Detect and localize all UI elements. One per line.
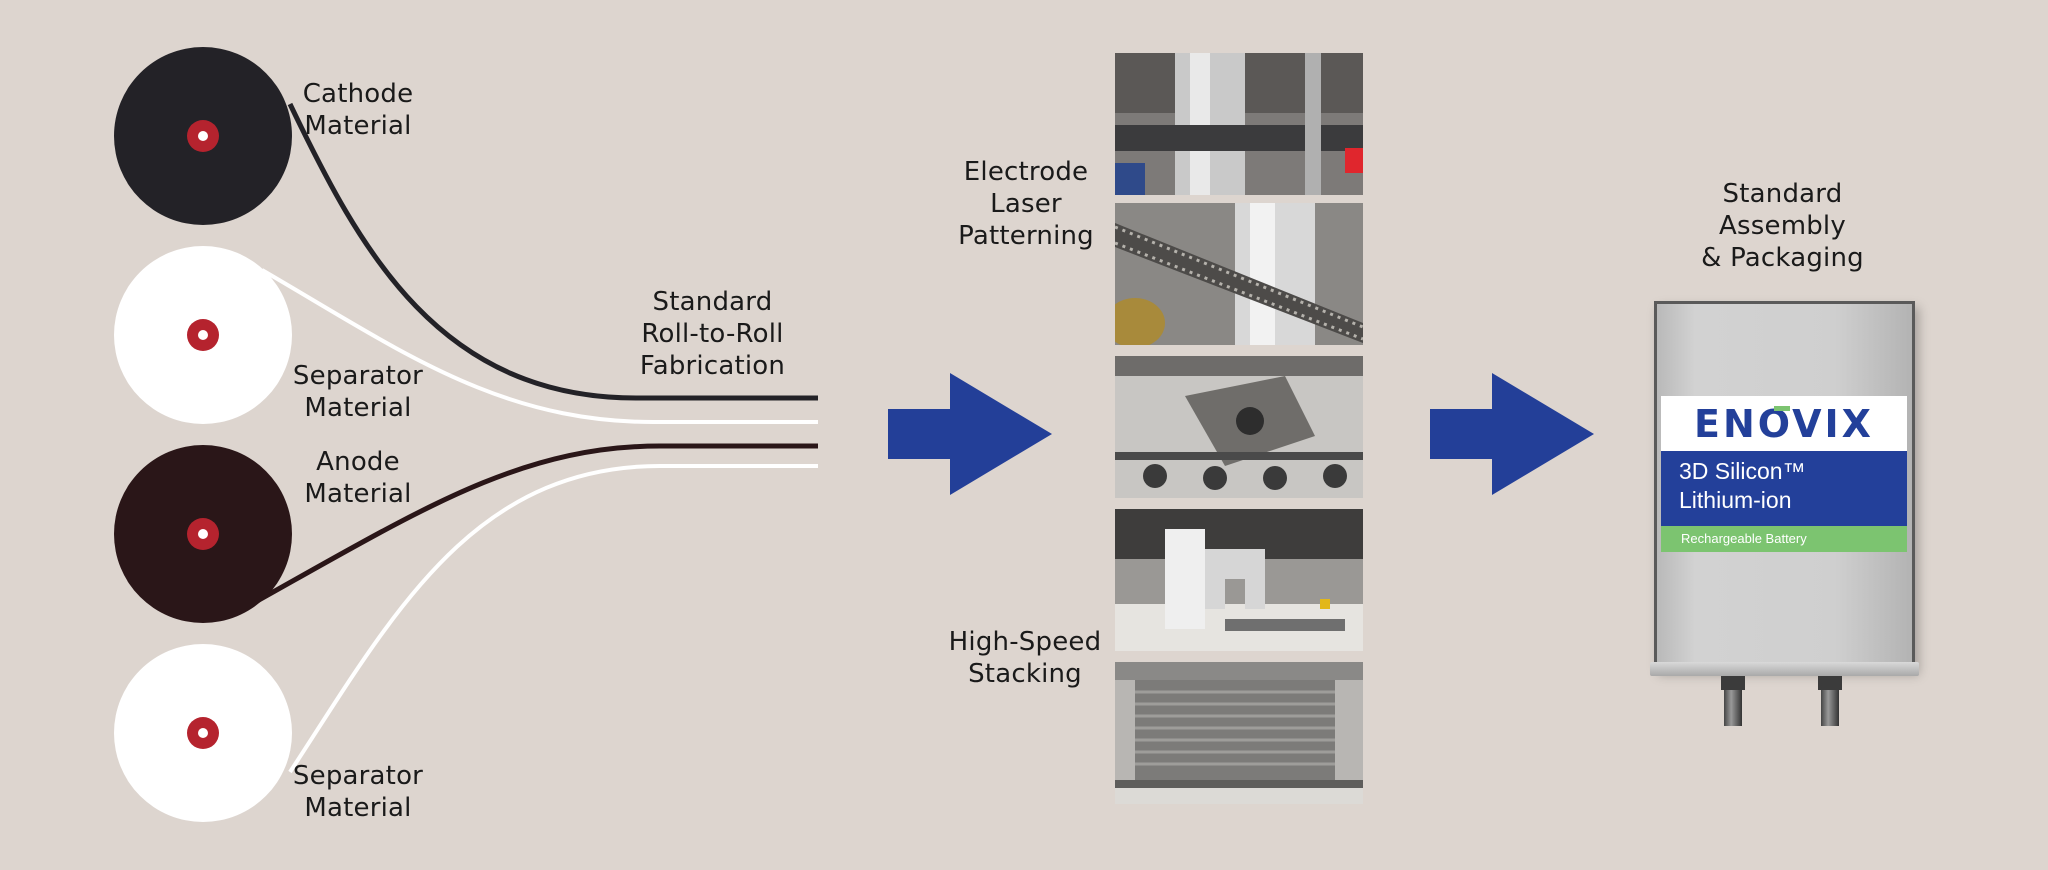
- laser-web-photo: [1115, 53, 1363, 195]
- cathode-strand: [287, 102, 818, 401]
- battery-label: ENOVIX 3D Silicon™ Lithium-ion Rechargea…: [1661, 396, 1907, 552]
- product-line-1: 3D Silicon™: [1679, 458, 1806, 484]
- separator-top-label: Separator Material: [292, 361, 424, 423]
- battery-tab-right: [1818, 676, 1842, 726]
- arrow-right-icon: [1430, 373, 1594, 495]
- laser-patterning-label: Electrode Laser Patterning: [958, 157, 1094, 251]
- separator-top-strand: [260, 268, 818, 425]
- cathode-label: Cathode Material: [302, 79, 414, 141]
- anode-label: Anode Material: [304, 447, 412, 509]
- enovix-logo: ENOVIX: [1694, 404, 1871, 444]
- separator-bottom-strand: [288, 464, 818, 774]
- product-band: 3D Silicon™ Lithium-ion: [1661, 451, 1907, 526]
- machine-assembly-photo: [1115, 356, 1363, 498]
- fabrication-label: Standard Roll-to-Roll Fabrication: [639, 287, 786, 381]
- electrode-stack-photo: [1115, 662, 1363, 804]
- battery-tagline: Rechargeable Battery: [1681, 531, 1807, 546]
- stacker-photo: [1115, 509, 1363, 651]
- tagline-band: Rechargeable Battery: [1661, 526, 1907, 552]
- brand-logo-band: ENOVIX: [1661, 396, 1907, 451]
- separator-bottom-label: Separator Material: [292, 761, 424, 823]
- assembly-label: Standard Assembly & Packaging: [1701, 179, 1864, 273]
- stacking-label: High-Speed Stacking: [948, 627, 1102, 689]
- patterned-electrode-photo: [1115, 203, 1363, 345]
- anode-strand: [248, 443, 818, 608]
- battery-tab-left: [1721, 676, 1745, 726]
- battery-seal: [1650, 662, 1919, 676]
- arrow-right-icon: [888, 373, 1052, 495]
- product-line-2: Lithium-ion: [1679, 487, 1792, 513]
